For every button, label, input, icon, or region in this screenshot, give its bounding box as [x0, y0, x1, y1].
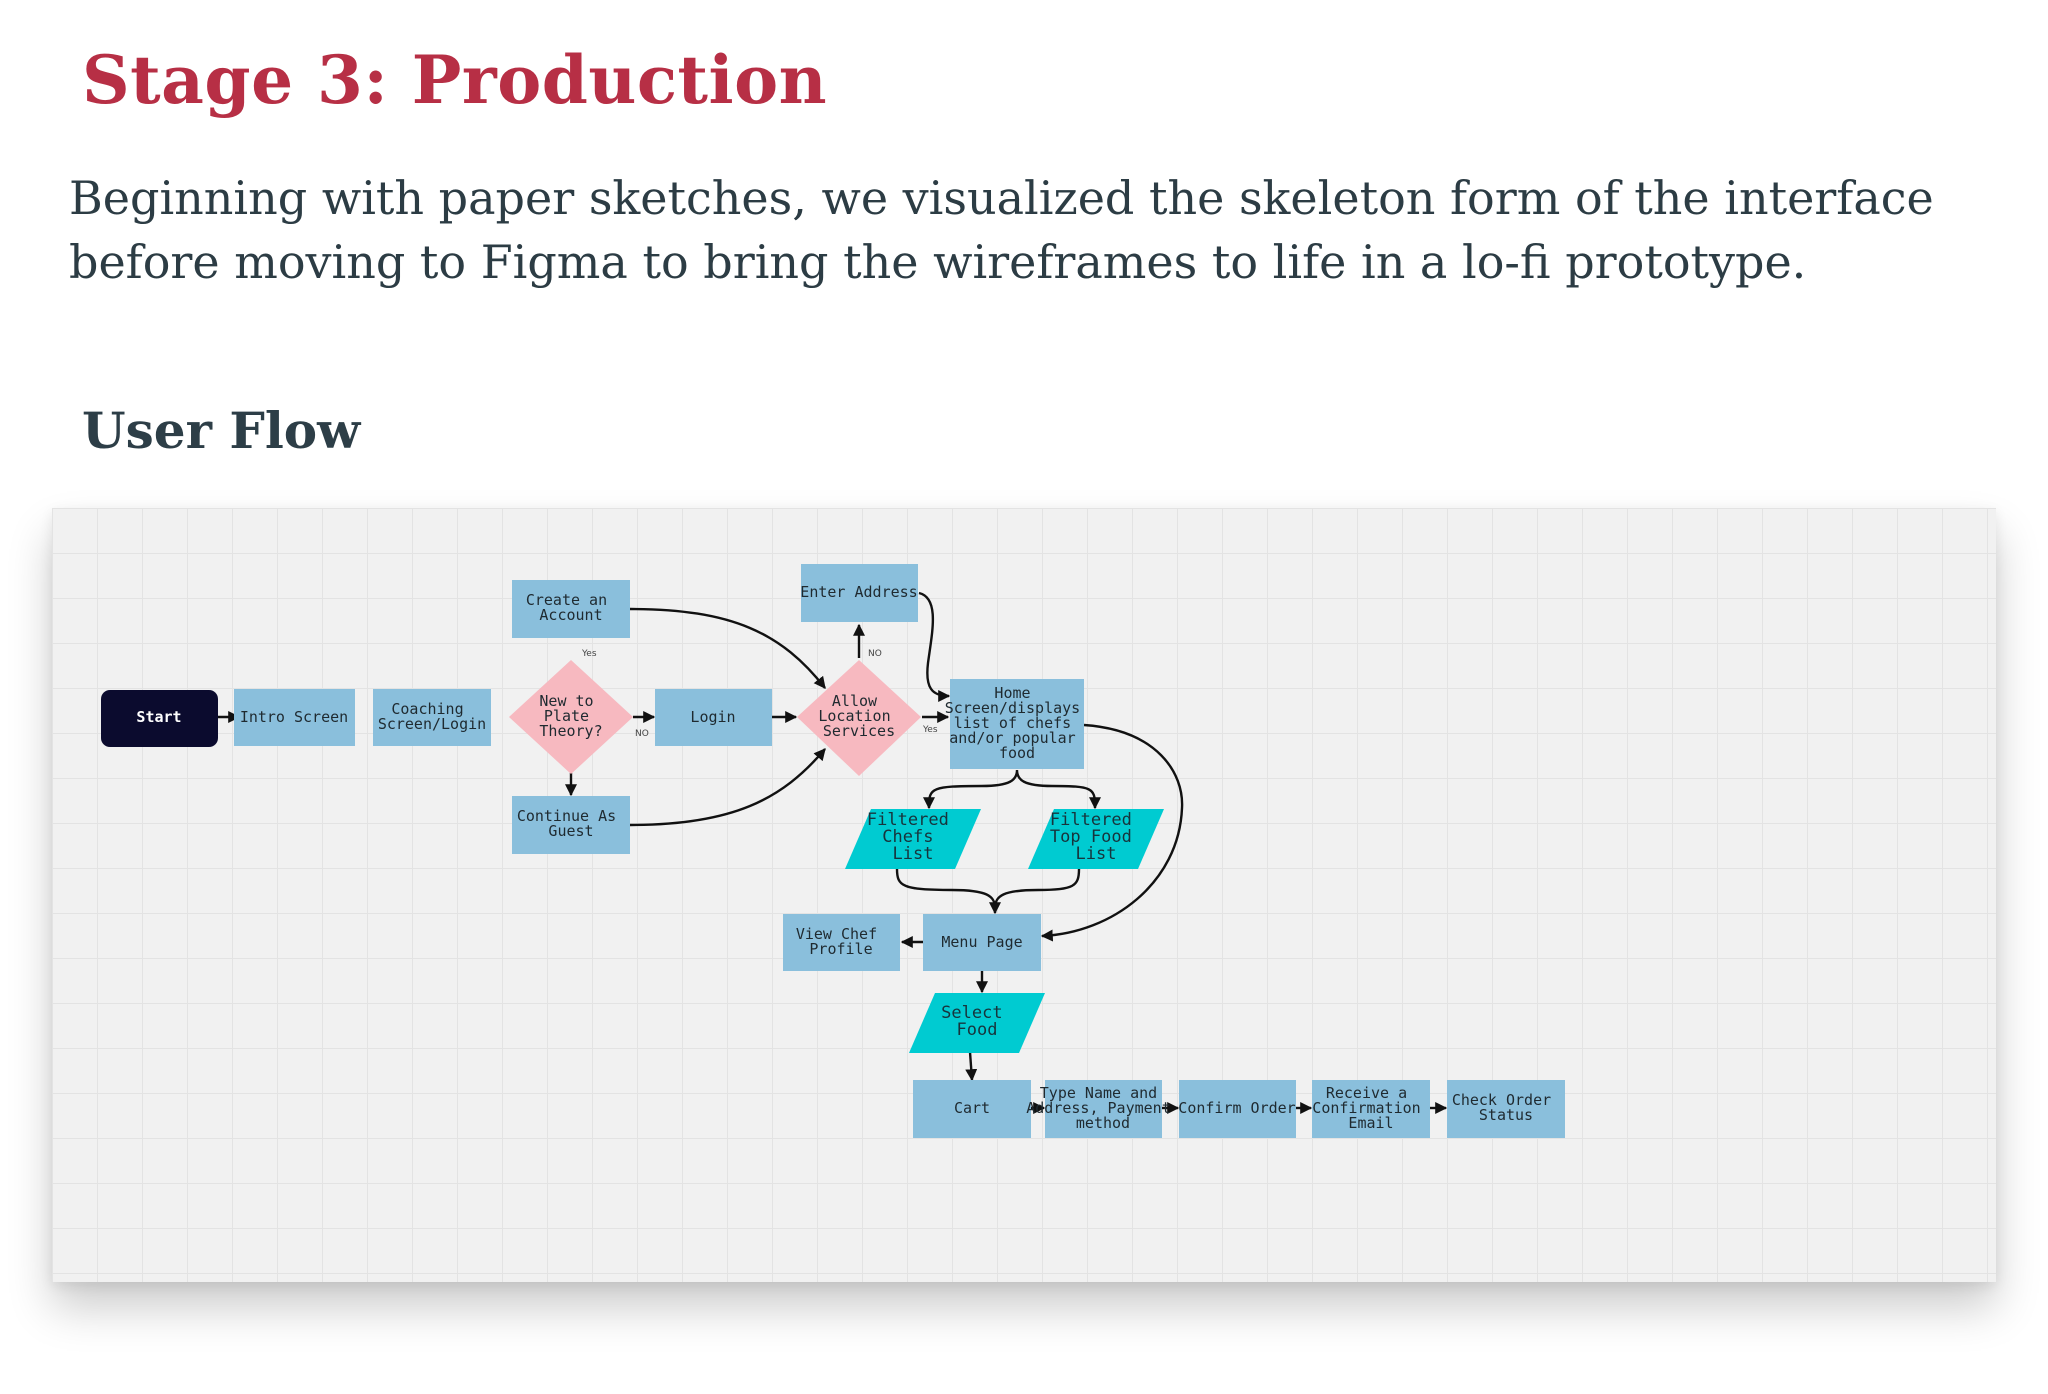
node-create-account-label: Create an Account [526, 591, 616, 624]
edge-guest-location [629, 748, 826, 827]
page-title: Stage 3: Production [82, 41, 828, 119]
node-new-to-decision [509, 660, 633, 774]
node-enter-address [801, 564, 918, 622]
node-cart [913, 1080, 1031, 1138]
user-flow-diagram: Start Intro Screen Coaching Screen/Login… [52, 508, 1996, 1282]
node-continue-guest [512, 796, 630, 854]
node-select-food-label: Select Food [941, 1003, 1013, 1040]
node-location-decision [797, 660, 921, 776]
node-menu-page-label: Menu Page [941, 933, 1022, 951]
flow-edges [217, 591, 1448, 1114]
node-view-chef-profile-label: View Chef Profile [796, 925, 886, 958]
node-create-account [512, 580, 630, 638]
node-coaching-screen [373, 689, 491, 746]
edge-label-new-yes: Yes [581, 649, 597, 659]
node-filtered-chefs-label: Filtered Chefs List [867, 810, 959, 864]
section-title: User Flow [82, 401, 361, 460]
node-home-screen-label: Home Screen/displays list of chefs and/o… [945, 684, 1090, 762]
node-home-screen [950, 679, 1084, 769]
node-check-order-status [1447, 1080, 1565, 1138]
edge-filters-menu [895, 868, 1081, 909]
edge-label-loc-no: NO [868, 649, 882, 659]
edge-home-menu [1040, 723, 1184, 942]
node-confirm-order [1179, 1080, 1296, 1138]
node-filtered-top-food [1028, 809, 1164, 869]
edge-create-location [629, 607, 826, 689]
node-start-label: Start [136, 708, 181, 726]
flow-canvas: Start Intro Screen Coaching Screen/Login… [101, 564, 1565, 1138]
edge-label-loc-yes: Yes [922, 725, 938, 735]
node-login [655, 689, 772, 746]
node-receive-email [1312, 1080, 1430, 1138]
node-filtered-chefs [845, 809, 981, 869]
node-intro-screen [234, 689, 355, 746]
node-receive-email-label: Receive a Confirmation Email [1312, 1084, 1429, 1132]
intro-paragraph: Beginning with paper sketches, we visual… [69, 171, 1934, 289]
node-login-label: Login [690, 708, 735, 726]
node-select-food [909, 993, 1045, 1053]
edge-home-filters [927, 769, 1097, 807]
node-filtered-top-food-label: Filtered Top Food List [1050, 810, 1142, 864]
node-new-to-decision-label: New to Plate Theory? [539, 692, 602, 740]
edge-address-home [918, 591, 951, 702]
node-continue-guest-label: Continue As Guest [517, 807, 625, 840]
node-check-order-status-label: Check Order Status [1452, 1091, 1560, 1124]
node-location-decision-label: Allow Location Services [818, 692, 899, 740]
edge-select-cart [965, 1051, 978, 1082]
node-menu-page [923, 914, 1041, 971]
node-cart-label: Cart [954, 1099, 990, 1117]
node-confirm-order-label: Confirm Order [1178, 1099, 1295, 1117]
node-start [101, 690, 218, 747]
node-view-chef-profile [783, 914, 900, 971]
node-coaching-screen-label: Coaching Screen/Login [378, 700, 486, 733]
node-type-name-address-label: Type Name and Address, Payment method [1026, 1084, 1180, 1132]
edge-label-new-no: NO [635, 729, 649, 739]
node-intro-screen-label: Intro Screen [240, 708, 348, 726]
node-enter-address-label: Enter Address [800, 583, 917, 601]
flow-nodes: Start Intro Screen Coaching Screen/Login… [101, 564, 1565, 1138]
node-type-name-address [1045, 1080, 1162, 1138]
